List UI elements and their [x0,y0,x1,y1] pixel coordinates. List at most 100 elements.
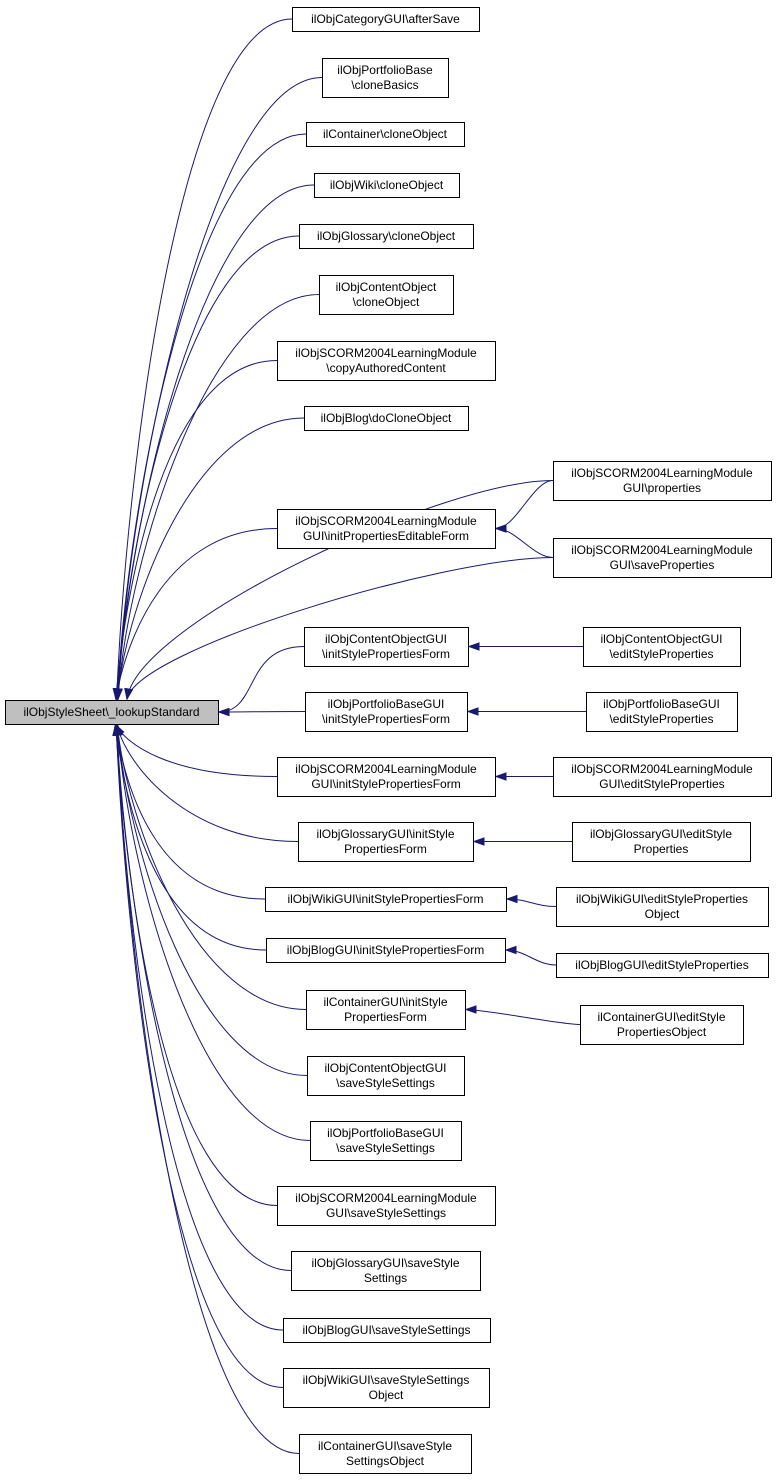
node-label: PropertiesForm [344,842,427,856]
node-box [299,1434,472,1474]
node-label: ilObjGlossaryGUI\initStyle [316,827,454,841]
node-box [556,953,769,978]
node-box [304,406,469,431]
node-label: \editStyleProperties [609,712,713,726]
node-label: GUI\saveProperties [610,558,715,572]
node-box [322,58,449,98]
function-node-m6[interactable]: ilObjGlossaryGUI\editStyleProperties [572,822,751,862]
node-label: ilObjBlog\doCloneObject [321,411,452,425]
node-box [277,341,496,381]
function-node-n15[interactable]: ilObjBlogGUI\initStylePropertiesForm [266,938,506,963]
node-label: \editStyleProperties [609,647,713,661]
edge-line [114,724,266,900]
edge-m3-to-n10 [467,642,583,651]
function-node-n9[interactable]: ilObjSCORM2004LearningModuleGUI\initProp… [277,509,496,549]
function-node-n8[interactable]: ilObjBlog\doCloneObject [304,406,469,431]
node-box [580,1005,744,1045]
function-node-n10[interactable]: ilObjContentObjectGUI\initStylePropertie… [304,627,469,667]
edge-line [116,18,293,700]
function-node-n16[interactable]: ilContainerGUI\initStylePropertiesForm [306,990,466,1030]
node-label: ilObjSCORM2004LearningModule [295,514,477,528]
node-label: ilObjSCORM2004LearningModule [571,543,753,557]
node-label: \cloneObject [353,295,420,309]
edge-m9-to-n16 [464,1005,581,1025]
function-node-m3[interactable]: ilObjContentObjectGUI\editStylePropertie… [583,627,741,667]
function-node-n6[interactable]: ilObjContentObject\cloneObject [319,275,454,315]
edge-m8-to-n15 [504,945,557,966]
arrowhead [467,642,480,651]
edge-line [126,557,554,700]
node-label: ilObjGlossaryGUI\editStyle [590,827,732,841]
edge-line [218,711,306,713]
edge-n5-to-root [113,235,300,701]
function-node-m4[interactable]: ilObjPortfolioBaseGUI\editStylePropertie… [586,692,738,732]
edge-n13-to-root [115,723,299,842]
edge-n21-to-root [112,723,284,1331]
node-label: ilObjSCORM2004LearningModule [571,762,753,776]
node-label: Settings [364,1271,407,1285]
node-box [291,1251,481,1291]
edge-line [116,724,292,1271]
node-label: ilContainerGUI\initStyle [323,995,447,1009]
node-label: ilObjPortfolioBaseGUI [328,697,445,711]
function-node-n17[interactable]: ilObjContentObjectGUI\saveStyleSettings [307,1056,465,1096]
node-label: ilObjGlossary\cloneObject [317,229,456,243]
function-node-n3[interactable]: ilContainer\cloneObject [306,122,465,147]
node-label: SettingsObject [346,1454,425,1468]
node-label: ilObjWikiGUI\initStylePropertiesForm [287,892,483,906]
function-node-n18[interactable]: ilObjPortfolioBaseGUI\saveStyleSettings [310,1121,462,1161]
node-box [586,692,738,732]
node-label: PropertiesForm [344,1010,427,1024]
edge-m1-to-n9 [494,480,554,533]
edge-line [117,294,320,700]
edge-m4-to-n11 [466,707,586,716]
edge-line [116,724,307,1010]
edge-n9-to-root [113,528,278,701]
node-box [5,700,219,725]
node-label: Object [645,907,680,921]
edge-line [465,1009,581,1025]
function-node-n19[interactable]: ilObjSCORM2004LearningModuleGUI\saveStyl… [277,1186,496,1226]
edge-line [115,528,278,700]
function-node-m5[interactable]: ilObjSCORM2004LearningModuleGUI\editStyl… [553,757,772,797]
node-box [553,461,772,501]
edge-line [116,235,300,700]
function-node-n14[interactable]: ilObjWikiGUI\initStylePropertiesForm [265,887,507,912]
edge-line [126,480,554,700]
function-node-n1[interactable]: ilObjCategoryGUI\afterSave [292,7,480,32]
node-label: ilObjBlogGUI\editStyleProperties [575,958,748,972]
node-box [553,538,772,578]
node-box [310,1121,462,1161]
node-box [299,224,474,249]
edge-m5-to-n12 [494,772,553,781]
function-node-m8[interactable]: ilObjBlogGUI\editStyleProperties [556,953,769,978]
function-node-m2[interactable]: ilObjSCORM2004LearningModuleGUI\saveProp… [553,538,772,578]
function-node-m1[interactable]: ilObjSCORM2004LearningModuleGUI\properti… [553,461,772,501]
node-label: Object [369,1388,404,1402]
node-label: ilObjContentObject [336,280,437,294]
function-node-n4[interactable]: ilObjWiki\cloneObject [314,173,460,198]
edge-m6-to-n13 [472,837,572,846]
function-node-n12[interactable]: ilObjSCORM2004LearningModuleGUI\initStyl… [277,757,496,797]
root-function-node[interactable]: ilObjStyleSheet\_lookupStandard [5,700,219,725]
function-node-n13[interactable]: ilObjGlossaryGUI\initStylePropertiesForm [298,822,474,862]
node-label: ilObjSCORM2004LearningModule [295,1191,477,1205]
edge-n8-to-root [114,417,305,701]
edge-line [218,646,305,713]
function-node-n21[interactable]: ilObjBlogGUI\saveStyleSettings [283,1318,491,1343]
function-node-n5[interactable]: ilObjGlossary\cloneObject [299,224,474,249]
edge-m2-to-n9 [494,524,554,558]
node-layer: ilObjStyleSheet\_lookupStandard ilObjCate… [5,7,772,1474]
function-node-n11[interactable]: ilObjPortfolioBaseGUI\initStylePropertie… [305,692,468,732]
arrowhead [472,837,485,846]
function-node-n2[interactable]: ilObjPortfolioBase\cloneBasics [322,58,449,98]
node-label: ilContainer\cloneObject [323,127,448,141]
function-node-n20[interactable]: ilObjGlossaryGUI\saveStyleSettings [291,1251,481,1291]
node-box [265,887,507,912]
function-node-n7[interactable]: ilObjSCORM2004LearningModule\copyAuthore… [277,341,496,381]
